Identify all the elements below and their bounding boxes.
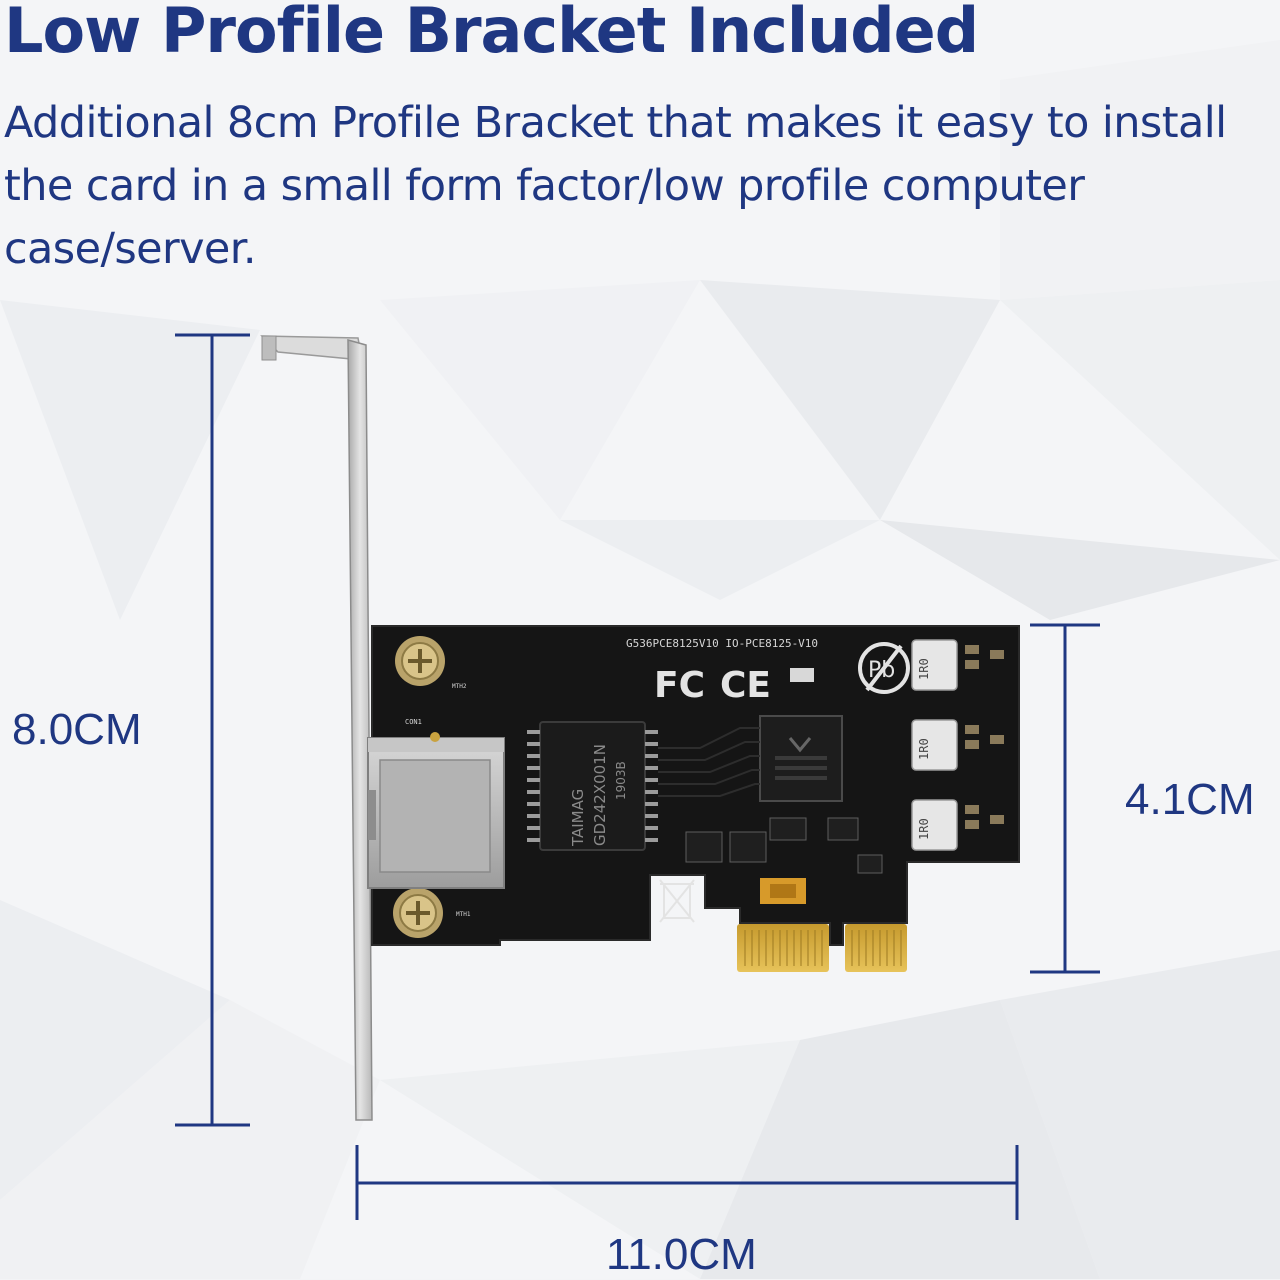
- ethernet-controller-chip: [759, 715, 843, 802]
- transformer-brand-text: TAIMAG: [569, 789, 587, 847]
- pb-free-icon: Pb: [858, 642, 910, 694]
- pcb-board: [371, 625, 1020, 946]
- gold-edge-connector: [737, 924, 907, 972]
- mth2-label: MTH2: [452, 683, 467, 690]
- ce-mark-icon: CE: [720, 665, 771, 706]
- transformer-part-text: GD242X001N: [591, 744, 609, 846]
- metal-bracket: [260, 335, 373, 1121]
- width-dimension-line: [355, 1145, 1019, 1220]
- rj45-ethernet-port: [367, 732, 505, 889]
- screw-bottom-icon: [393, 888, 443, 938]
- mth1-label: MTH1: [456, 911, 471, 918]
- pcb-silkscreen-text: G536PCE8125V10 IO-PCE8125-V10: [626, 637, 818, 650]
- smd-capacitors: [760, 645, 1004, 904]
- card-width-label: 11.0CM: [606, 1230, 757, 1279]
- transformer-code-text: 1903B: [614, 761, 628, 800]
- fc-mark-icon: FC: [654, 665, 705, 706]
- card-height-label: 4.1CM: [1125, 775, 1255, 824]
- weee-bin-icon: [659, 879, 695, 923]
- inductor-3: 1R0: [911, 799, 958, 851]
- description-text: Additional 8cm Profile Bracket that make…: [4, 98, 1227, 274]
- small-ic-chips: [685, 817, 883, 874]
- page-title: Low Profile Bracket Included: [4, 0, 979, 67]
- height-dimension-line: [175, 333, 250, 1127]
- inductor-2: 1R0: [911, 719, 958, 771]
- inductor-2-label: 1R0: [917, 738, 931, 760]
- bracket-height-label: 8.0CM: [12, 705, 142, 754]
- inductor-1: 1R0: [911, 639, 958, 691]
- magnetics-transformer-chip: TAIMAG GD242X001N 1903B: [527, 721, 658, 851]
- card-height-dimension-line: [1030, 623, 1100, 974]
- inductor-3-label: 1R0: [917, 818, 931, 840]
- pcb-traces: [658, 727, 760, 797]
- inductor-1-label: 1R0: [917, 658, 931, 680]
- con1-label: CON1: [405, 718, 422, 726]
- pb-mark-text: Pb: [868, 658, 895, 683]
- screw-top-icon: [395, 636, 445, 686]
